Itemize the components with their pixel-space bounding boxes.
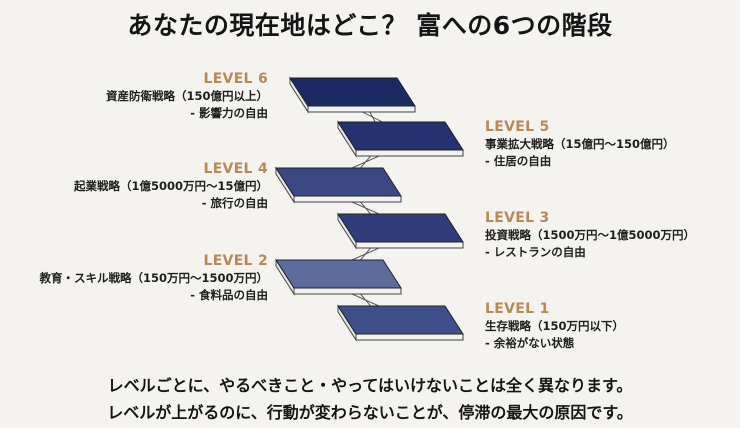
step-5-front	[355, 149, 464, 157]
step-level-3	[337, 212, 464, 250]
level-4-label: LEVEL 4	[203, 161, 268, 177]
step-2-top	[275, 259, 402, 289]
stair-steps	[275, 76, 464, 342]
level-2-freedom: - 食料品の自由	[190, 288, 268, 302]
level-3-freedom: - レストランの自由	[485, 245, 586, 259]
level-6-freedom: - 影響力の自由	[190, 106, 268, 120]
level-4-strategy: 起業戦略（1億5000万円〜15億円）	[73, 179, 268, 193]
level-1-label: LEVEL 1	[485, 301, 550, 317]
level-6-strategy: 資産防衛戦略（150億円以上）	[105, 89, 268, 103]
step-4-front	[293, 195, 402, 203]
step-level-4	[275, 166, 402, 204]
footer-line-1: レベルごとに、やるべきこと・やってはいけないことは全く異なります。	[107, 376, 633, 395]
level-5-label: LEVEL 5	[485, 119, 550, 135]
step-level-2	[275, 258, 402, 296]
step-5-top	[337, 121, 464, 151]
step-3-front	[355, 241, 464, 249]
level-3-block: LEVEL 3 投資戦略（1500万円〜1億5000万円） - レストランの自由	[485, 209, 695, 261]
level-5-block: LEVEL 5 事業拡大戦略（15億円〜150億円） - 住居の自由	[485, 118, 675, 170]
page-title: あなたの現在地はどこ？ 富への6つの階段	[127, 11, 613, 40]
step-1-top	[337, 305, 464, 335]
footer-message: レベルごとに、やるべきこと・やってはいけないことは全く異なります。 レベルが上が…	[0, 372, 740, 426]
level-6-label: LEVEL 6	[203, 71, 268, 87]
step-level-1	[337, 304, 464, 342]
step-4-top	[275, 167, 402, 197]
level-3-label: LEVEL 3	[485, 210, 550, 226]
level-5-freedom: - 住居の自由	[485, 154, 552, 168]
level-1-strategy: 生存戦略（150万円以下）	[485, 319, 625, 333]
step-level-5	[337, 120, 464, 158]
level-1-block: LEVEL 1 生存戦略（150万円以下） - 余裕がない状態	[485, 300, 624, 352]
level-2-strategy: 教育・スキル戦略（150万円〜1500万円）	[39, 271, 268, 285]
level-5-strategy: 事業拡大戦略（15億円〜150億円）	[485, 137, 675, 151]
step-6-front	[307, 105, 416, 113]
step-6-top	[289, 77, 416, 107]
level-2-block: LEVEL 2 教育・スキル戦略（150万円〜1500万円） - 食料品の自由	[39, 252, 268, 304]
step-3-top	[337, 213, 464, 243]
level-4-freedom: - 旅行の自由	[201, 196, 268, 210]
level-3-strategy: 投資戦略（1500万円〜1億5000万円）	[485, 228, 696, 242]
level-2-label: LEVEL 2	[203, 253, 268, 269]
step-level-6	[289, 76, 416, 114]
footer-line-2: レベルが上がるのに、行動が変わらないことが、停滞の最大の原因です。	[107, 403, 633, 422]
level-1-freedom: - 余裕がない状態	[485, 336, 575, 350]
step-1-front	[355, 333, 464, 341]
level-6-block: LEVEL 6 資産防衛戦略（150億円以上） - 影響力の自由	[106, 70, 268, 122]
step-2-front	[293, 287, 402, 295]
level-4-block: LEVEL 4 起業戦略（1億5000万円〜15億円） - 旅行の自由	[74, 160, 268, 212]
